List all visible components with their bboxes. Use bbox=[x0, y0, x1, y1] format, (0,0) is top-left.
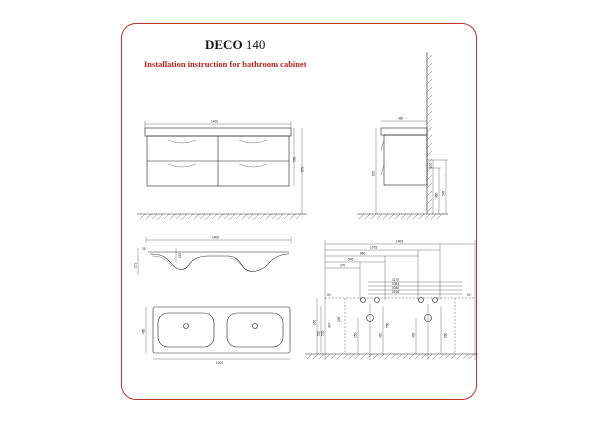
section-width-label: 1400 bbox=[212, 236, 219, 240]
plumb-top-label-1: 1400 bbox=[396, 240, 403, 244]
plumb-side-label-2: 50 bbox=[467, 293, 471, 297]
side-height-label: 870 bbox=[372, 170, 376, 176]
plumb-right-label-3: 1040 bbox=[392, 286, 399, 290]
side-cabinet-body bbox=[383, 134, 428, 186]
basin-bowl-left bbox=[157, 312, 215, 348]
fitting-left bbox=[360, 297, 380, 360]
front-height-inner-label: 550 bbox=[293, 156, 297, 162]
product-number: 140 bbox=[245, 37, 266, 52]
plumb-left-label-2: 620 bbox=[317, 330, 321, 336]
front-height-outer-label: 870 bbox=[301, 166, 305, 172]
basin-bowl-right bbox=[226, 312, 284, 348]
section-top-label: 25 bbox=[142, 247, 146, 251]
side-wall-hatch bbox=[426, 54, 433, 213]
handle-top-left bbox=[167, 139, 197, 144]
plumbing-view: 1400 1075 860 545 270 1170 1054 1040 101… bbox=[305, 240, 478, 360]
plumb-right-label-2: 1054 bbox=[392, 282, 399, 286]
basin-outline bbox=[152, 306, 291, 354]
section-left-label: 172 bbox=[134, 262, 138, 268]
drain-left-icon bbox=[183, 323, 189, 329]
side-label-c: 545 bbox=[442, 190, 446, 196]
plumb-left-label-1: 950 bbox=[313, 319, 317, 325]
red-rounded-frame bbox=[121, 23, 477, 400]
plumb-left-label-4: 347 bbox=[328, 322, 332, 328]
side-label-a: 102 bbox=[429, 162, 433, 168]
top-width-label: 1400 bbox=[216, 361, 223, 365]
page-title: DECO 140 bbox=[205, 37, 265, 53]
plumb-pipe-label-3: 760 bbox=[386, 322, 390, 328]
fitting-right bbox=[418, 297, 438, 360]
basin-top-view: 460 1400 bbox=[142, 306, 291, 365]
basin-section: 1400 172 25 115 bbox=[134, 236, 292, 275]
section-basin-profile bbox=[149, 253, 290, 272]
handle-bottom-right bbox=[238, 163, 268, 168]
side-label-b: 460 bbox=[435, 192, 439, 198]
plumb-pipe-label-4: 430 bbox=[412, 332, 416, 338]
plumb-right-label-1: 1170 bbox=[392, 278, 399, 282]
front-floor-hatch bbox=[139, 213, 302, 220]
plumb-left-label-5: 230 bbox=[337, 316, 341, 322]
front-width-label: 1400 bbox=[211, 120, 218, 124]
plumb-left-label-3: 530 bbox=[321, 330, 325, 336]
drain-right-icon bbox=[252, 323, 258, 329]
front-view: 1400 550 870 bbox=[137, 120, 307, 220]
product-prefix: DECO bbox=[205, 37, 243, 52]
plumb-top-label-2: 1075 bbox=[370, 246, 377, 250]
top-depth-label: 460 bbox=[142, 328, 146, 334]
front-countertop bbox=[144, 127, 292, 137]
page-subtitle: Installation instruction for bathroom ca… bbox=[144, 59, 307, 69]
plumb-pipe-label-2: 420 bbox=[379, 332, 383, 338]
handle-bottom-left bbox=[167, 163, 197, 168]
handle-top-right bbox=[238, 139, 268, 144]
side-view: 460 870 102 460 545 bbox=[357, 52, 448, 220]
side-countertop bbox=[380, 127, 428, 136]
plumb-top-label-5: 270 bbox=[340, 264, 346, 268]
section-mid-label: 115 bbox=[178, 253, 182, 258]
plumb-side-label-1: 90 bbox=[327, 293, 331, 297]
side-depth-label: 460 bbox=[398, 117, 404, 121]
plumb-pipe-label-1: 250 bbox=[354, 332, 358, 338]
plumb-right-label-4: 1016 bbox=[392, 290, 399, 294]
plumb-top-label-4: 545 bbox=[348, 258, 354, 262]
plumb-pipe-label-5: 560 bbox=[444, 332, 448, 338]
plumb-top-label-3: 860 bbox=[360, 252, 366, 256]
